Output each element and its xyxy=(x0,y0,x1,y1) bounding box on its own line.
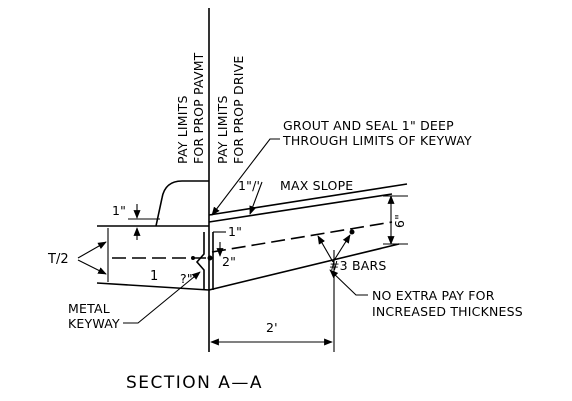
pay-limits-drive-label-1: PAY LIMITS xyxy=(215,95,230,164)
metal-keyway-leader xyxy=(123,271,201,324)
question-label: ?" xyxy=(180,271,193,286)
dim-6in-label: 6" xyxy=(392,214,407,228)
pavement-bottom xyxy=(96,282,210,291)
pay-limits-pavmt-label-1: PAY LIMITS xyxy=(175,95,190,164)
bar-dot-2 xyxy=(349,229,355,235)
max-slope-label: MAX SLOPE xyxy=(280,178,353,193)
curb-profile xyxy=(155,180,209,227)
grout-leader xyxy=(211,138,280,216)
bar-dot-1 xyxy=(207,255,213,261)
slope-leader xyxy=(249,181,263,215)
metal-keyway-label-2: KEYWAY xyxy=(68,316,120,331)
dim-1in-mid-label: 1" xyxy=(228,224,242,239)
grout-note-line-1: GROUT AND SEAL 1" DEEP xyxy=(283,118,454,133)
dim-1in-top-label: 1" xyxy=(112,203,126,218)
one-label: 1 xyxy=(150,269,158,284)
pay-limits-pavmt-label-2: FOR PROP PAVMT xyxy=(191,52,206,164)
centerline-right xyxy=(211,221,393,253)
metal-keyway xyxy=(195,232,205,290)
no-extra-pay-leader xyxy=(329,269,368,296)
drive-surface-upper xyxy=(208,183,408,216)
t-half-label: T/2 xyxy=(47,252,69,267)
section-title: SECTION A—A xyxy=(126,373,263,393)
bars-leader-2 xyxy=(332,234,351,263)
bar-dot-3 xyxy=(191,256,195,260)
t-half-leader-bot xyxy=(77,259,107,275)
dim-2in-label: 2" xyxy=(222,254,236,269)
drive-bottom-taper xyxy=(208,243,400,291)
pay-limits-drive-label-2: FOR PROP DRIVE xyxy=(231,55,246,164)
bars-leader-1 xyxy=(317,235,334,263)
t-half-leader-top xyxy=(77,241,107,259)
slope-ratio-label: 1"/' xyxy=(238,178,260,193)
drive-surface xyxy=(208,193,393,223)
no-extra-pay-label-1: NO EXTRA PAY FOR xyxy=(372,288,495,303)
no-extra-pay-label-2: INCREASED THICKNESS xyxy=(372,304,523,319)
grout-note-line-2: THROUGH LIMITS OF KEYWAY xyxy=(282,133,472,148)
bars-label: #3 BARS xyxy=(329,258,387,273)
metal-keyway-label-1: METAL xyxy=(68,301,110,316)
dim-2ft-label: 2' xyxy=(266,320,278,335)
